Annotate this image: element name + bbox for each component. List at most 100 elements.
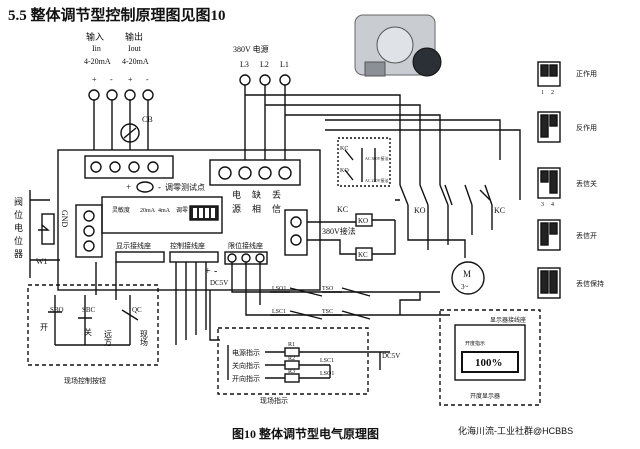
section-heading: 5.5 整体调节型控制原理图见图10	[8, 6, 226, 24]
w1-label: W1	[36, 257, 48, 266]
fault-4: 相	[252, 203, 261, 214]
r2-label: R2	[288, 356, 295, 362]
motor-m: M	[463, 269, 471, 279]
figure-caption: 图10 整体调节型电气原理图	[232, 426, 379, 441]
col-20ma: 20mA	[140, 208, 156, 214]
mode-fail-hold: 丢信保持	[576, 279, 604, 288]
kc-small: KC	[340, 146, 348, 152]
svg-text:-: -	[158, 182, 161, 192]
limit-tsc: TSC	[322, 309, 333, 315]
output-sub: Iout	[128, 44, 142, 53]
svg-text:-: -	[110, 75, 113, 84]
dip-num-2: 2	[551, 90, 554, 96]
open-indicator: 开度指示	[465, 340, 485, 347]
control-connector-label: 控制接线座	[170, 241, 205, 250]
fault-2: 源	[232, 204, 241, 214]
ko-relay: KO	[358, 217, 368, 225]
svg-text:+: +	[205, 266, 211, 277]
pot-5: 器	[14, 249, 23, 259]
remote-label: 远方	[104, 330, 113, 347]
output-title: 输出	[125, 31, 143, 42]
input-title: 输入	[86, 31, 104, 42]
power-title: 380V 电源	[233, 44, 269, 54]
fault-6: 信	[272, 203, 281, 214]
motor-symbol	[451, 261, 485, 295]
svg-text:-: -	[214, 266, 217, 277]
limit-lso1: LSO1	[272, 286, 286, 292]
fault-3: 缺	[252, 189, 261, 200]
dc5v-board: DC5V	[210, 279, 228, 287]
ind-open: 开向指示	[232, 374, 260, 383]
mode-fail-open: 丢信开	[576, 231, 597, 240]
phase-l3: L3	[240, 60, 249, 69]
dip-num-3: 3	[541, 202, 544, 208]
cb-meter-icon	[120, 123, 140, 143]
field-indicator-box	[217, 327, 369, 395]
ind-dc5v: DC5V	[382, 352, 400, 360]
zero-test-label: 调零测试点	[165, 182, 205, 192]
kc-contactor: KC	[494, 206, 505, 215]
ind-lso1: LSO1	[320, 371, 334, 377]
ko-contactor: KO	[414, 206, 426, 215]
ind-close: 关向指示	[232, 361, 260, 370]
ind-lsc1: LSC1	[320, 358, 334, 364]
kc-relay: KC	[358, 251, 368, 259]
local-label: 现场	[140, 330, 149, 347]
svg-text:+: +	[92, 75, 97, 84]
dip-num-1: 1	[541, 90, 544, 96]
field-control-box	[27, 284, 159, 366]
mode-reverse: 反作用	[576, 123, 597, 132]
limit-lsc1: LSC1	[272, 309, 286, 315]
gnd-label: GND	[60, 210, 69, 228]
r3-label: R3	[288, 369, 295, 375]
col-zero: 调零	[176, 206, 188, 214]
dip-switches	[537, 61, 561, 299]
svg-text:+: +	[128, 75, 133, 84]
k380-label: 380V接法	[322, 226, 356, 236]
controller-board	[57, 149, 321, 291]
ac220-small: AC 220V接法	[365, 177, 388, 183]
sbo-label: SBO	[50, 306, 64, 314]
close-label: 关	[84, 327, 92, 337]
col-sensitivity: 灵敏度	[112, 206, 130, 214]
motor-phase: 3~	[461, 283, 469, 291]
pot-4: 位	[14, 235, 23, 246]
sbc-label: SBC	[82, 306, 96, 314]
field-control-title: 现场控制按钮	[64, 376, 106, 385]
opening-display-box	[439, 309, 541, 406]
pot-3: 电	[14, 222, 23, 233]
ko-small: KO	[340, 168, 349, 174]
svg-text:-: -	[146, 75, 149, 84]
limit-connector-label: 限位接线座	[228, 241, 263, 250]
ac380-small: AC 380V接法	[365, 155, 388, 161]
power-terminal-block	[209, 159, 301, 186]
fault-5: 丢	[272, 189, 281, 200]
display-connector-label: 显示接线座	[116, 241, 151, 250]
open-label: 开	[40, 323, 48, 332]
kc-label-1: KC	[337, 205, 348, 214]
svg-text:+: +	[126, 182, 131, 192]
qc-label: QC	[132, 306, 142, 314]
r1-label: R1	[288, 342, 295, 348]
input-sub: Iin	[92, 44, 101, 53]
pot-2: 位	[14, 209, 23, 220]
input-range: 4-20mA	[84, 57, 111, 66]
cb-label: CB	[142, 115, 153, 124]
display-caption: 开度显示器	[470, 392, 500, 400]
output-range: 4-20mA	[122, 57, 149, 66]
pot-1: 阀	[14, 197, 23, 207]
limit-tso: TSO	[322, 286, 334, 292]
actuator-image	[354, 14, 442, 77]
display-title: 显示器接线座	[490, 316, 526, 324]
watermark: 化海川流-工业社群@HCBBS	[458, 425, 573, 436]
phase-l1: L1	[280, 60, 289, 69]
io-terminal-block	[84, 155, 174, 179]
indicator-title: 现场指示	[260, 396, 288, 405]
dip-num-4: 4	[551, 202, 554, 208]
display-pct: 100%	[475, 357, 503, 369]
mode-forward: 正作用	[576, 69, 597, 78]
phase-l2: L2	[260, 60, 269, 69]
col-4ma: 4mA	[158, 208, 171, 214]
ind-power: 电源指示	[232, 348, 260, 357]
